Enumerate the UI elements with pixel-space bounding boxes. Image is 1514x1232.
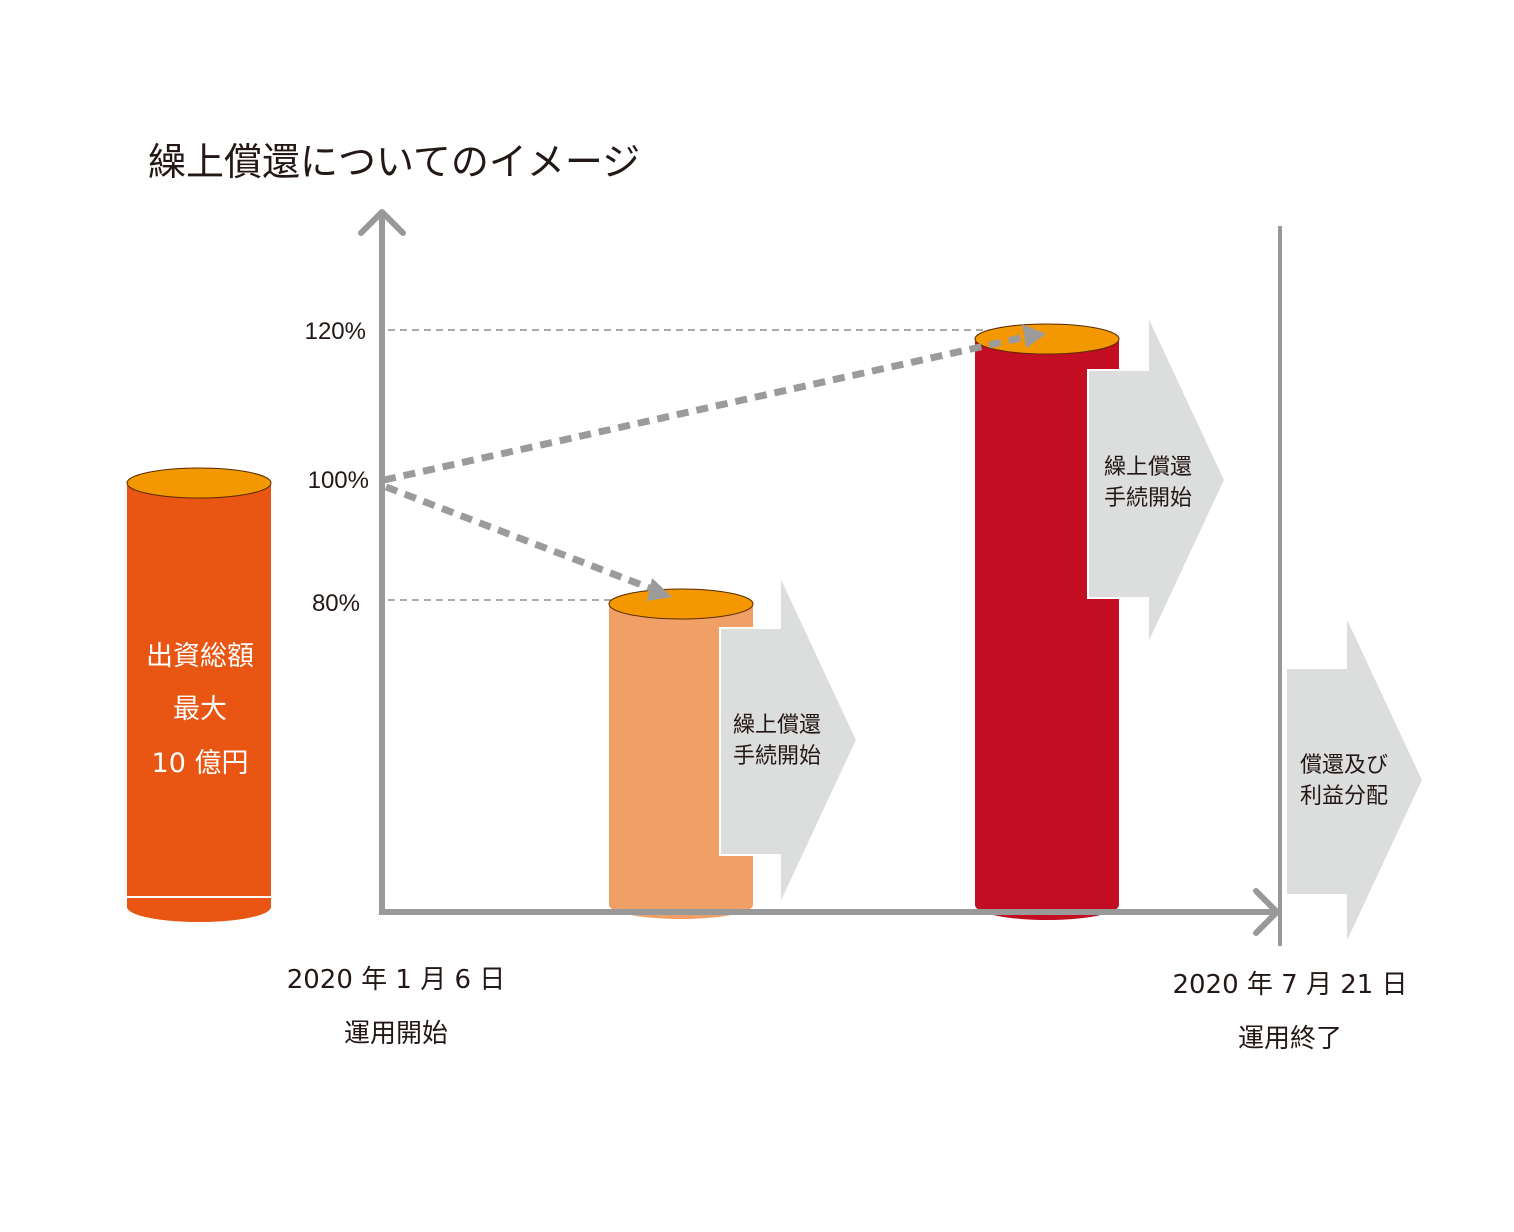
diagram-title: 繰上償還についてのイメージ (148, 140, 640, 184)
x-axis (379, 888, 1280, 936)
investment-label-line1: 出資総額 (146, 641, 254, 672)
final-arrow-line2: 利益分配 (1300, 784, 1388, 809)
tick-label-100: 100% (308, 467, 369, 494)
redemption-80-arrow-line1: 繰上償還 (733, 713, 821, 738)
final-distribution-arrow: 償還及び 利益分配 (1285, 614, 1425, 946)
redemption-120-cylinder-top (974, 323, 1120, 355)
investment-cylinder-body (127, 483, 271, 907)
investment-label-line3: 10 億円 (152, 748, 249, 779)
redemption-80-cylinder-top (608, 588, 754, 620)
redemption-120-arrow: 繰上償還 手続開始 (1087, 314, 1227, 646)
trend-arrow-up (383, 324, 1046, 484)
final-arrow-line1: 償還及び (1300, 753, 1388, 778)
redemption-120-arrow-line2: 手続開始 (1104, 486, 1192, 511)
investment-label-line2: 最大 (173, 694, 227, 725)
investment-cylinder-top (126, 467, 272, 499)
redemption-120-arrow-line1: 繰上償還 (1104, 455, 1192, 480)
end-date: 2020 年 7 月 21 日 (1172, 970, 1407, 1000)
start-date: 2020 年 1 月 6 日 (287, 965, 506, 995)
trend-arrow-down (384, 483, 672, 601)
redemption-80-arrow: 繰上償還 手続開始 (719, 574, 859, 906)
investment-cylinder: 出資総額 最大 10 億円 (126, 467, 272, 922)
tick-label-80: 80% (312, 590, 360, 617)
y-axis (358, 209, 406, 914)
tick-label-120: 120% (305, 318, 366, 345)
end-label: 運用終了 (1238, 1024, 1342, 1054)
redemption-80-arrow-line2: 手続開始 (733, 744, 821, 769)
start-label: 運用開始 (344, 1019, 448, 1049)
